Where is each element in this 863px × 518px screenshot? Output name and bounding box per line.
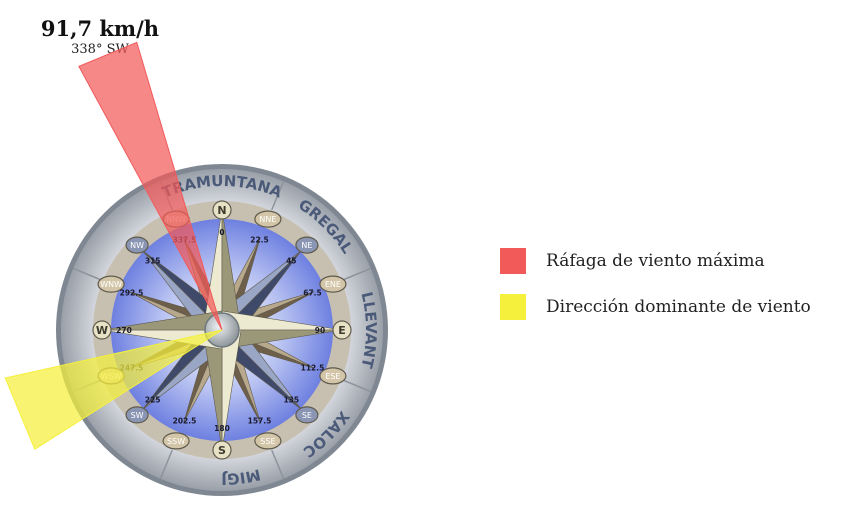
direction-marker-ssw: SSW	[162, 432, 190, 450]
direction-marker-ese: ESE	[319, 367, 347, 385]
direction-badge	[295, 406, 319, 424]
direction-badge	[319, 275, 347, 293]
direction-badge	[254, 432, 282, 450]
degree-label: 45	[286, 257, 296, 266]
legend-label-dominant: Dirección dominante de viento	[546, 297, 811, 317]
direction-badge	[97, 275, 125, 293]
direction-marker-s: S	[212, 440, 232, 460]
direction-badge	[254, 210, 282, 228]
direction-marker-ene: ENE	[319, 275, 347, 293]
degree-label: 292.5	[120, 289, 144, 298]
direction-marker-se: SE	[295, 406, 319, 424]
direction-marker-sw: SW	[125, 406, 149, 424]
degree-label: 112.5	[301, 364, 325, 373]
degree-label: 90	[315, 326, 325, 335]
gust-speed: 91,7 km/h	[40, 16, 160, 41]
wind-name-garbi-llebeig: GARBI LLEBEIG	[0, 0, 6, 4]
ring-divider	[72, 267, 103, 281]
degree-label: 0	[219, 228, 224, 237]
direction-badge	[162, 432, 190, 450]
direction-badge	[295, 236, 319, 254]
ring-divider	[341, 379, 372, 393]
wind-name-ponent: PONENT	[0, 0, 6, 4]
direction-badge	[125, 236, 149, 254]
wind-name-llevant: LLEVANT	[357, 290, 380, 370]
direction-abbr: W	[96, 324, 108, 337]
legend-label-gust: Ráfaga de viento máxima	[546, 251, 765, 271]
wind-name-mestral: MESTRAL	[0, 0, 7, 4]
direction-abbr: NW	[130, 241, 144, 250]
degree-label: 270	[116, 326, 132, 335]
degree-label: 157.5	[248, 417, 272, 426]
degree-label: 315	[145, 257, 161, 266]
direction-marker-nne: NNE	[254, 210, 282, 228]
ring-divider	[341, 267, 372, 281]
direction-abbr: N	[217, 204, 226, 217]
direction-abbr: SE	[302, 411, 312, 420]
direction-marker-nw: NW	[125, 236, 149, 254]
legend-swatch-dominant	[500, 294, 526, 320]
legend-swatch-gust	[500, 248, 526, 274]
legend-item-dominant: Dirección dominante de viento	[500, 292, 811, 322]
direction-abbr: SSE	[260, 437, 275, 446]
direction-badge	[92, 320, 112, 340]
direction-abbr: ESE	[325, 372, 340, 381]
dominant-sector	[4, 329, 223, 451]
legend-item-gust: Ráfaga de viento máxima	[500, 246, 811, 276]
direction-badge	[319, 367, 347, 385]
direction-abbr: NNE	[259, 215, 276, 224]
direction-abbr: ENE	[325, 280, 341, 289]
direction-abbr: WNW	[100, 280, 122, 289]
degree-label: 135	[283, 395, 299, 404]
direction-badge	[332, 320, 352, 340]
degree-label: 67.5	[303, 289, 322, 298]
direction-marker-e: E	[332, 320, 352, 340]
direction-marker-n: N	[212, 200, 232, 220]
degree-label: 22.5	[250, 236, 269, 245]
ring-divider	[271, 180, 285, 211]
direction-abbr: SW	[131, 411, 144, 420]
direction-marker-wnw: WNW	[97, 275, 125, 293]
legend: Ráfaga de viento máxima Dirección domina…	[500, 246, 811, 338]
direction-abbr: SSW	[167, 437, 185, 446]
degree-label: 180	[214, 424, 230, 433]
direction-badge	[212, 200, 232, 220]
ring-divider	[159, 449, 173, 480]
direction-abbr: S	[218, 444, 226, 457]
direction-badge	[125, 406, 149, 424]
degree-label: 202.5	[173, 417, 197, 426]
degree-label: 225	[145, 395, 161, 404]
direction-marker-ne: NE	[295, 236, 319, 254]
direction-marker-sse: SSE	[254, 432, 282, 450]
direction-abbr: E	[338, 324, 346, 337]
direction-badge	[212, 440, 232, 460]
direction-abbr: NE	[301, 241, 312, 250]
gust-sector	[78, 41, 223, 331]
ring-divider	[271, 449, 285, 480]
direction-marker-w: W	[92, 320, 112, 340]
